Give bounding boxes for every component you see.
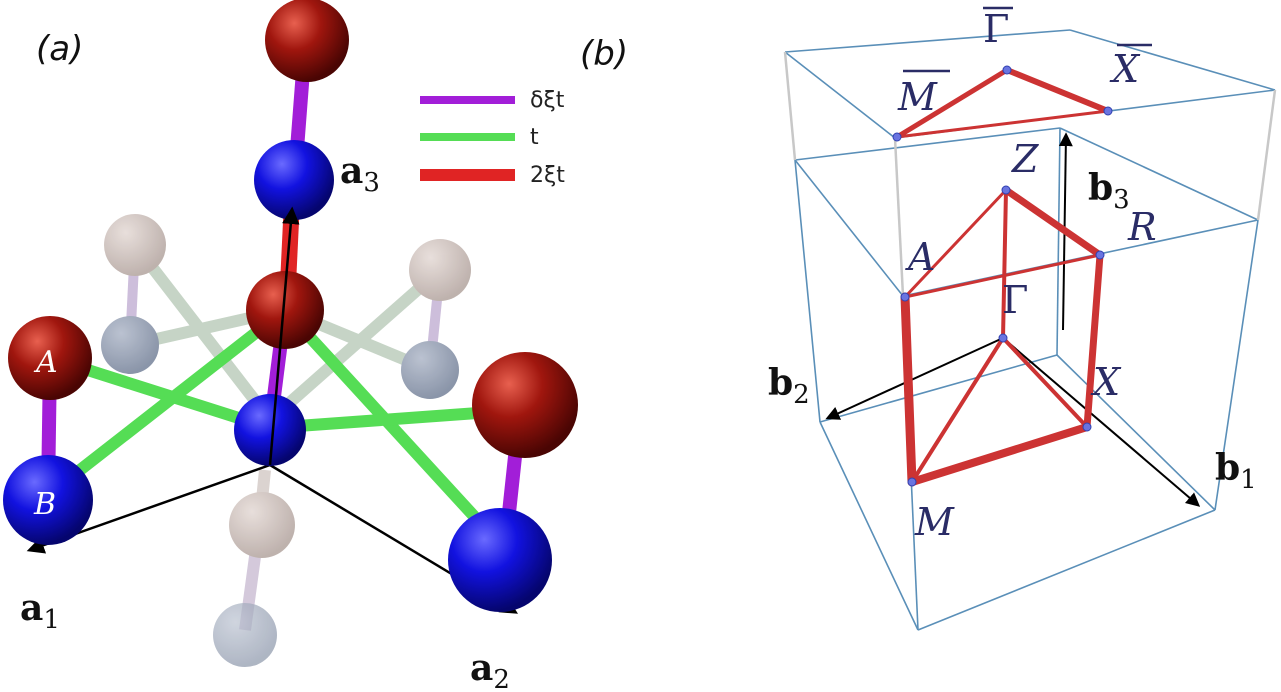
legend-label-dxt: δξt <box>530 88 565 113</box>
label-gamma: Γ <box>1002 278 1028 322</box>
bulk-path <box>900 186 1104 487</box>
kpoint-dot <box>1002 65 1012 75</box>
kpoint-dot <box>892 132 902 142</box>
path-segment <box>1083 251 1104 431</box>
atom-a-left <box>8 316 92 400</box>
vector-b1-arrow <box>1002 337 1201 507</box>
kpoint-dot <box>1095 250 1105 260</box>
bond-t <box>42 304 291 501</box>
path-segment <box>895 109 1110 139</box>
legend: δξt t 2ξt <box>420 88 565 188</box>
atom-b-left <box>3 455 93 545</box>
vector-b2-arrow <box>825 337 1004 420</box>
bz-edge <box>819 421 919 631</box>
path-segment <box>908 423 1091 486</box>
path-segment <box>1001 336 1089 429</box>
bz-edge <box>1214 219 1259 511</box>
atom-label-b: B <box>33 487 56 522</box>
atom-a-top <box>265 0 349 82</box>
kpoint-dot <box>900 292 910 302</box>
label-a-kpoint: A <box>905 235 935 279</box>
label-m: M <box>914 500 955 544</box>
kpoint-dot <box>1082 422 1092 432</box>
label-b1: b1 <box>1215 447 1257 495</box>
label-x-bar: X <box>1109 47 1141 91</box>
path-segment <box>900 292 917 487</box>
projection-line <box>893 137 905 297</box>
path-segment <box>1004 67 1111 114</box>
faded-atom <box>213 603 277 667</box>
faded-atom <box>409 239 471 301</box>
label-z: Z <box>1011 137 1039 181</box>
bz-edge <box>1056 127 1061 356</box>
panel-label-a: (a) <box>36 29 83 69</box>
label-x: X <box>1090 360 1122 404</box>
bz-edge <box>819 354 1058 423</box>
faded-atom <box>101 316 159 374</box>
label-r: R <box>1127 205 1157 249</box>
vector-a3-arrow <box>268 206 300 466</box>
atom-a-center <box>246 271 324 349</box>
label-b3: b3 <box>1088 167 1130 215</box>
k-point-dots <box>892 65 1113 487</box>
legend-label-2xt: 2ξt <box>530 163 565 188</box>
bz-edge <box>794 159 904 297</box>
label-m-bar: M <box>897 75 938 119</box>
kpoint-dot <box>1103 106 1113 116</box>
atom-b-upper <box>254 140 334 220</box>
path-segment <box>910 336 1005 484</box>
path-segment <box>1002 186 1104 259</box>
bz-edge <box>917 509 1216 631</box>
faded-structure <box>101 214 471 667</box>
kpoint-dot <box>1001 185 1011 195</box>
atom-a-right <box>472 352 578 458</box>
label-gamma-bar: Γ <box>983 7 1009 51</box>
legend-label-t: t <box>530 125 539 150</box>
panel-b: Γ X M Z R A Γ X M b3 b2 b1 <box>768 6 1277 631</box>
kpoint-dot <box>907 477 917 487</box>
path-segment <box>894 67 1010 140</box>
projection-line <box>1256 89 1277 221</box>
bond-t <box>279 304 511 556</box>
atom-b-center <box>234 394 306 466</box>
atom-label-a: A <box>33 345 58 380</box>
path-segment <box>1001 188 1008 340</box>
bz-edge <box>784 51 896 139</box>
label-a2: a2 <box>470 647 510 692</box>
atom-b-right <box>448 508 552 612</box>
label-a1: a1 <box>20 587 60 635</box>
bz-edge <box>794 127 1061 161</box>
panel-a: (a) <box>3 0 628 692</box>
panel-label-b: (b) <box>580 34 628 74</box>
projection-lines <box>783 51 1277 297</box>
bz-edge <box>1059 127 1259 221</box>
bz-edge <box>784 29 1071 53</box>
label-a3: a3 <box>340 150 380 198</box>
projection-line <box>783 51 797 161</box>
faded-atom <box>401 341 459 399</box>
path-segment <box>903 188 1008 299</box>
label-b2: b2 <box>768 362 810 410</box>
bz-edge <box>794 159 821 423</box>
surface-path <box>894 67 1111 140</box>
bz-edge <box>1069 29 1276 91</box>
bz-edge <box>1056 354 1216 511</box>
faded-atom <box>104 214 166 276</box>
kpoint-dot <box>998 333 1008 343</box>
faded-atom <box>229 492 295 558</box>
